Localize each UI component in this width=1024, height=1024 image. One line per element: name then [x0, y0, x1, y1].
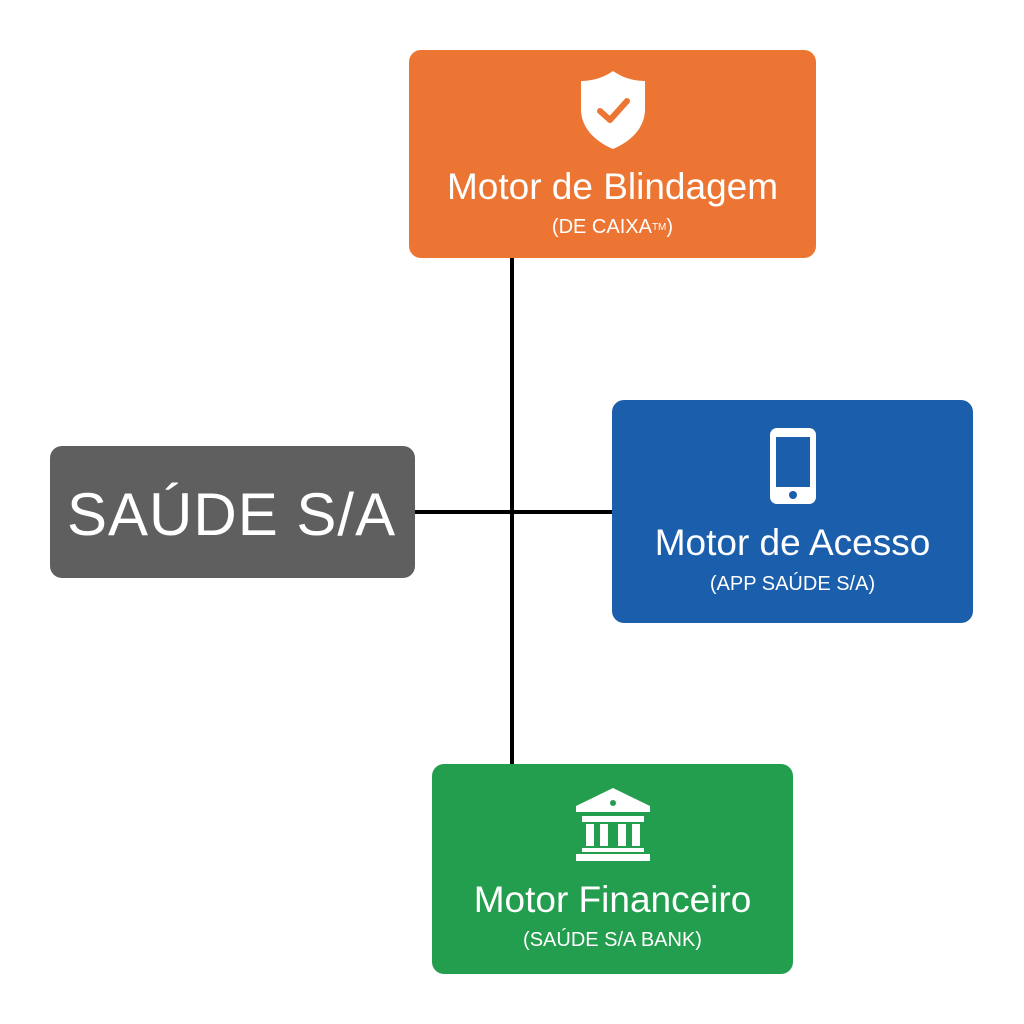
node-motor-acesso-title: Motor de Acesso: [654, 522, 931, 564]
node-motor-blindagem-subtitle: (DE CAIXATM): [552, 215, 673, 239]
node-motor-blindagem-subtitle-close: ): [666, 216, 674, 239]
node-saude-sa: SAÚDE S/A: [50, 446, 415, 578]
node-motor-financeiro: Motor Financeiro (SAÚDE S/A BANK): [432, 764, 793, 974]
trademark-mark: TM: [651, 222, 667, 234]
bank-icon: [575, 787, 650, 861]
node-motor-blindagem: Motor de Blindagem (DE CAIXATM): [409, 50, 816, 258]
node-motor-acesso-subtitle: (APP SAÚDE S/A): [709, 572, 876, 595]
shield-check-icon: [580, 70, 645, 149]
node-motor-blindagem-subtitle-open: (DE CAIXA: [551, 216, 652, 239]
node-motor-financeiro-subtitle: (SAÚDE S/A BANK): [523, 929, 702, 952]
node-saude-sa-label: SAÚDE S/A: [67, 481, 397, 548]
smartphone-icon: [769, 428, 816, 505]
node-motor-financeiro-title: Motor Financeiro: [473, 878, 752, 920]
node-motor-acesso: Motor de Acesso (APP SAÚDE S/A): [612, 400, 973, 623]
node-motor-blindagem-title: Motor de Blindagem: [446, 165, 779, 207]
